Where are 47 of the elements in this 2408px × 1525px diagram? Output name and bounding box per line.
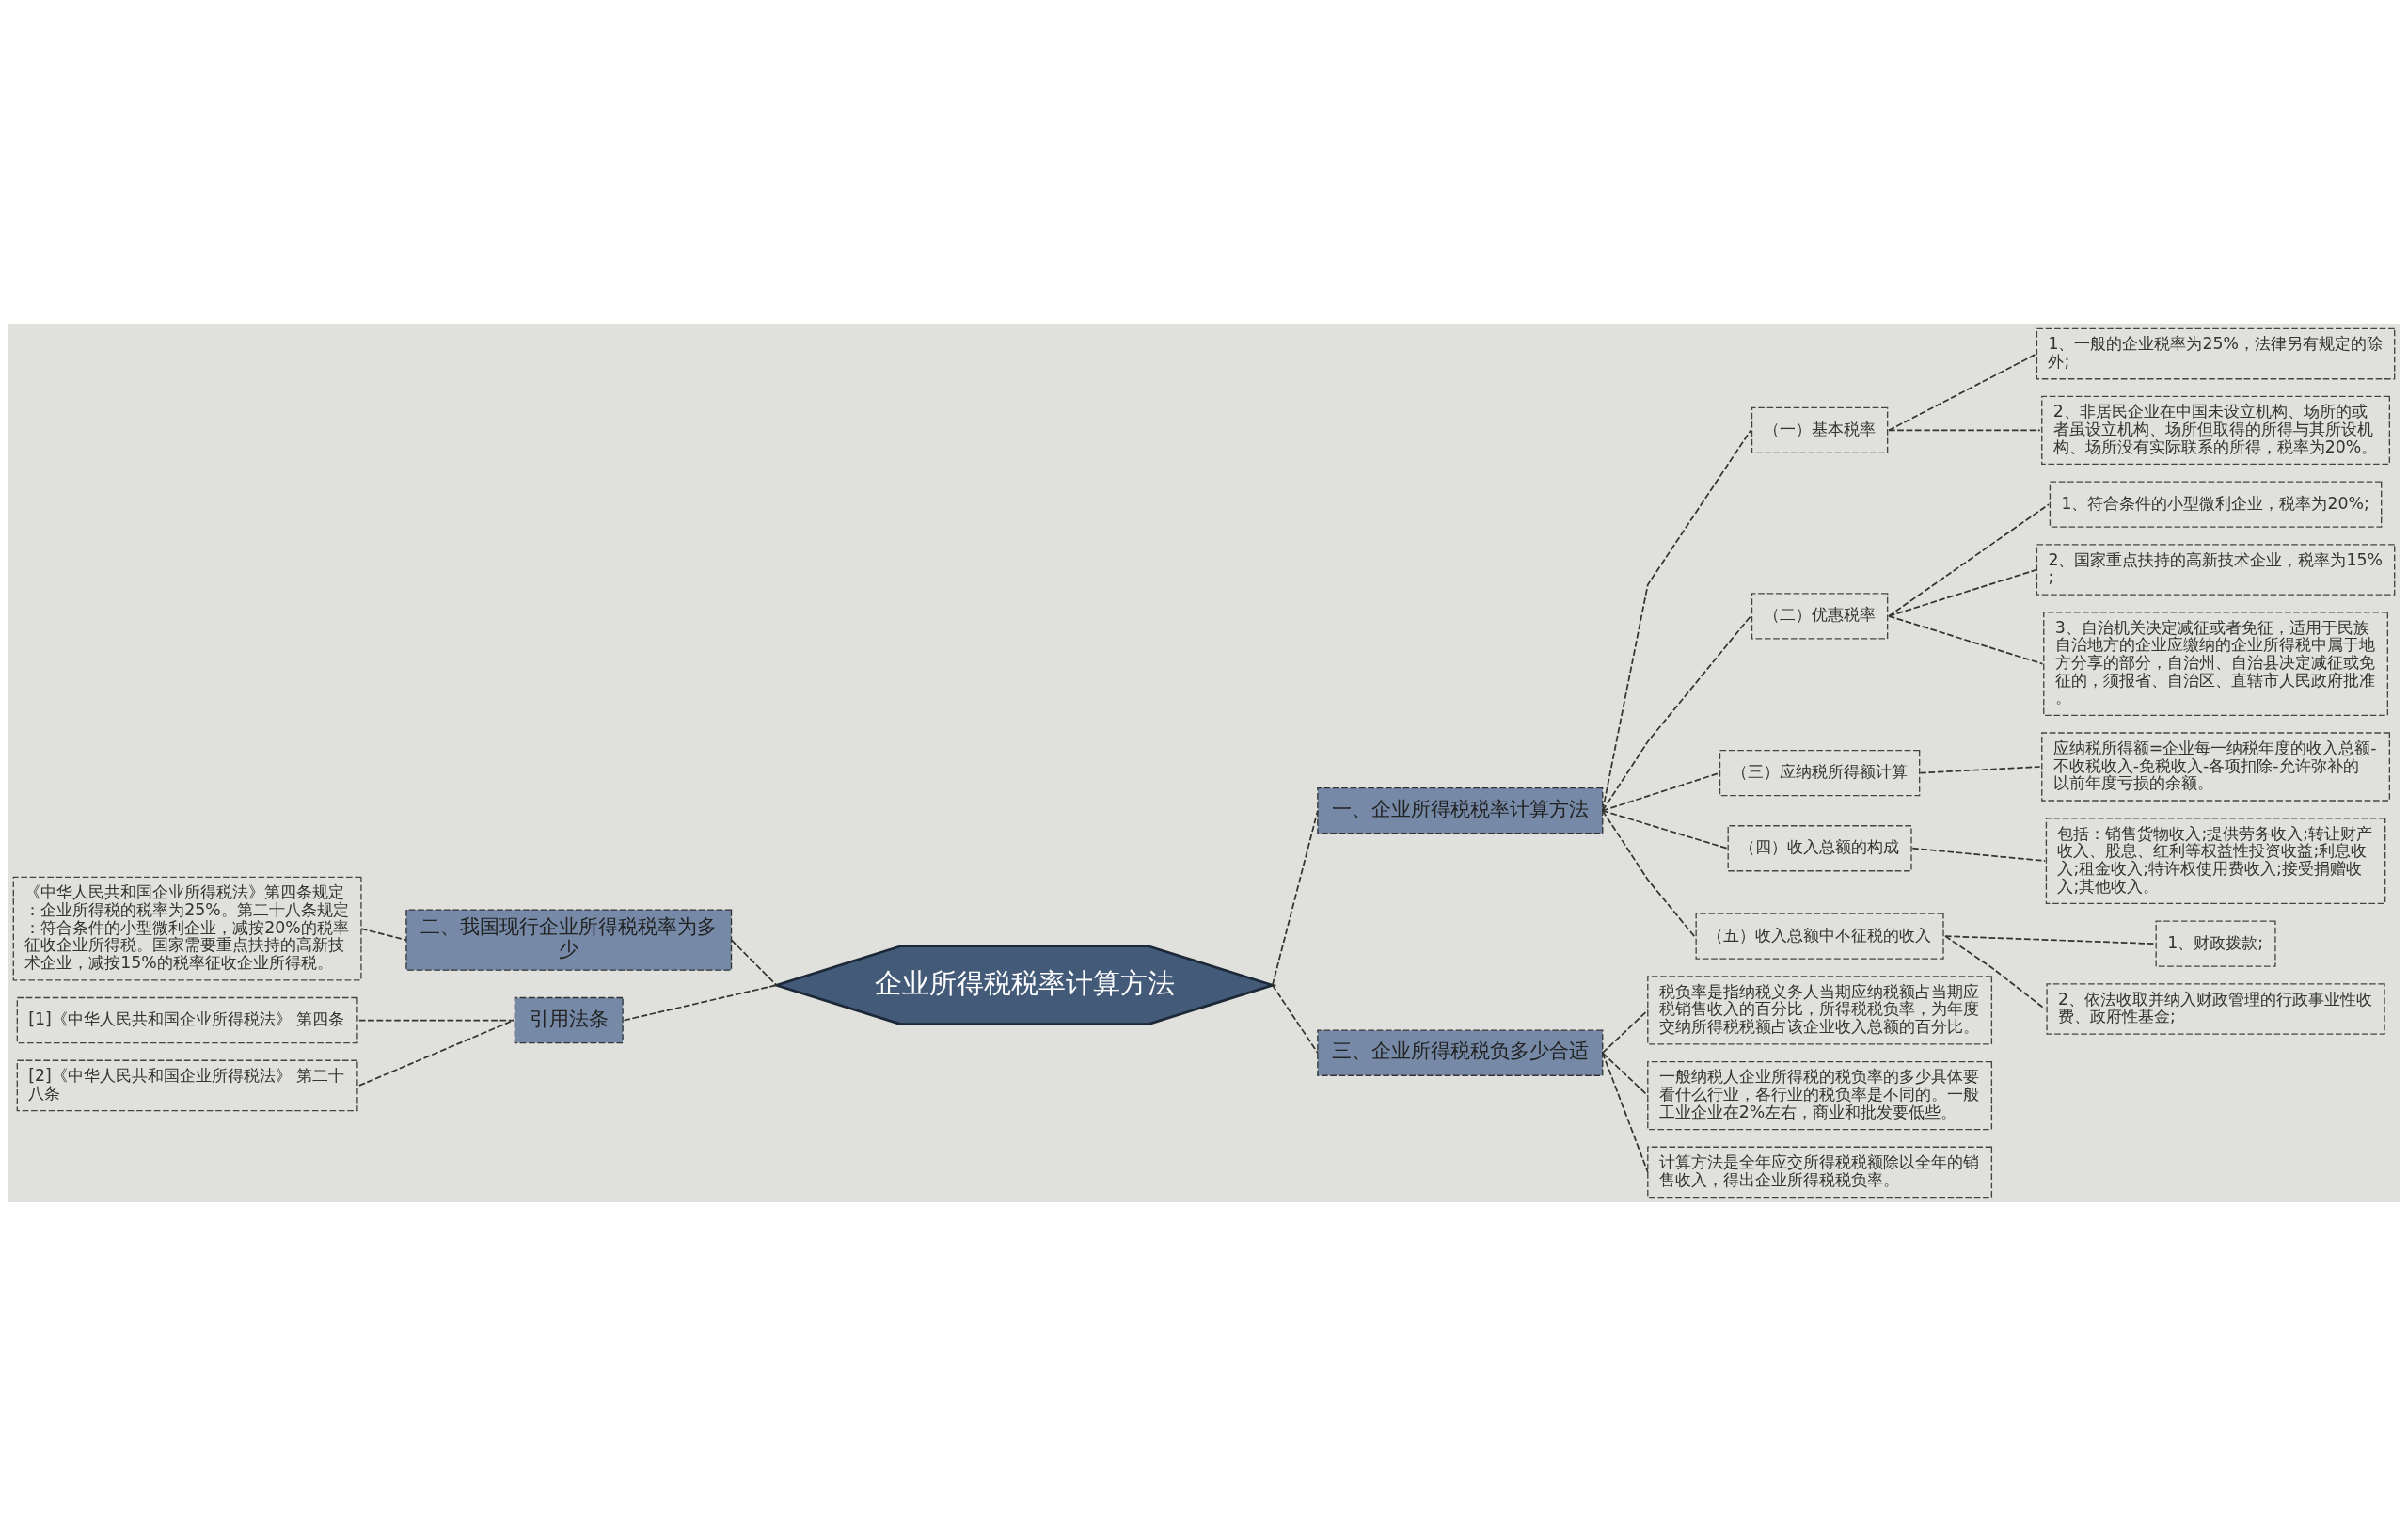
connector (1601, 1051, 1649, 1096)
node-box: （三）应纳税所得额计算 (1719, 749, 1921, 796)
connector (1888, 502, 2050, 617)
connector (1601, 614, 1752, 812)
connector (1888, 568, 2038, 617)
connector (1944, 934, 2046, 1009)
node-box: 2、依法收取并纳入财政管理的行政事业性收费、政府性基金; (2046, 982, 2385, 1035)
connector (1888, 429, 2041, 431)
connector (623, 983, 778, 1021)
node-box: 3、自治机关决定减征或者免征，适用于民族自治地方的企业应缴纳的企业所得税中属于地方分享的部分，自治州、自治县决定减征或免征的，须报省、自治区、直辖市人民政府批准。 (2043, 611, 2388, 716)
node-box: 2、国家重点扶持的高新技术企业，税率为15%; (2036, 543, 2396, 596)
connector (1601, 429, 1752, 812)
node-box: 《中华人民共和国企业所得税法》第四条规定：企业所得税的税率为25%。第二十八条规定：符合条件的小型微利企业，减按20%的税率征收企业所得税。国家需要重点扶持的高新技术企业，减按15%的税率征收企业所得税。 (12, 876, 362, 980)
connector (1888, 352, 2038, 431)
node-box: 1、财政拨款; (2155, 919, 2276, 967)
node-box: （一）基本税率 (1751, 406, 1889, 453)
connector (1919, 765, 2041, 774)
node-box: （二）优惠税率 (1751, 592, 1889, 640)
connector (730, 938, 778, 986)
connector (360, 927, 407, 941)
connector (1944, 934, 2156, 945)
node-box: [2]《中华人民共和国企业所得税法》 第二十八条 (16, 1059, 358, 1111)
connector (1601, 809, 1696, 937)
node-box: 一、企业所得税税率计算方法 (1317, 786, 1604, 834)
node-box: （四）收入总额的构成 (1727, 824, 1912, 871)
connector (1271, 983, 1319, 1054)
connector (1601, 771, 1720, 812)
connector (1911, 847, 2046, 862)
connector (1271, 809, 1319, 986)
node-box: 计算方法是全年应交所得税税额除以全年的销售收入，得出企业所得税税负率。 (1647, 1146, 1993, 1198)
node-box: [1]《中华人民共和国企业所得税法》 第四条 (16, 996, 358, 1043)
node-box: 二、我国现行企业所得税税率为多少 (405, 908, 733, 971)
node-box: 1、一般的企业税率为25%，法律另有规定的除外; (2036, 327, 2396, 379)
connector (1888, 614, 2044, 664)
connector (1601, 809, 1728, 850)
node-box: 1、符合条件的小型微利企业，税率为20%; (2049, 480, 2383, 528)
node-box: 一般纳税人企业所得税的税负率的多少具体要看什么行业，各行业的税负率是不同的。一般工业企业在2%左右，商业和批发要低些。 (1647, 1060, 1993, 1130)
connector (1601, 1051, 1649, 1173)
node-box: 包括：销售货物收入;提供劳务收入;转让财产收入、股息、红利等权益性投资收益;利息收入;租金收入;特许权使用费收入;接受捐赠收入;其他收入。 (2045, 817, 2386, 904)
connector (358, 1019, 515, 1087)
node-box: 引用法条 (514, 996, 624, 1043)
node-box: 应纳税所得额=企业每一纳税年度的收入总额-不收税收入-免税收入-各项扣除-允许弥补的以前年度亏损的余额。 (2041, 731, 2390, 802)
node-box: 三、企业所得税税负多少合适 (1317, 1029, 1604, 1076)
node-box: 2、非居民企业在中国未设立机构、场所的或者虽设立机构、场所但取得的所得与其所设机构、场所没有实际联系的所得，税率为20%。 (2041, 395, 2390, 465)
node-box: 税负率是指纳税义务人当期应纳税额占当期应税销售收入的百分比，所得税税负率，为年度交纳所得税税额占该企业收入总额的百分比。 (1647, 975, 1993, 1045)
node-box: （五）收入总额中不征税的收入 (1695, 912, 1944, 960)
connector (358, 1019, 515, 1021)
